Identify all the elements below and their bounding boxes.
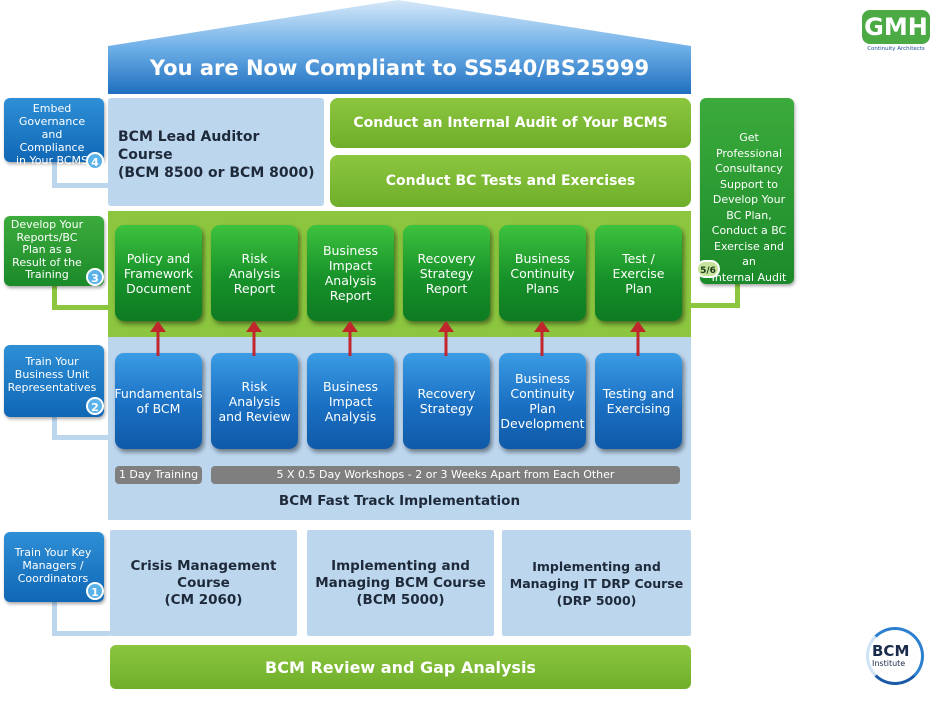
- bc-tests-bar: Conduct BC Tests and Exercises: [330, 155, 691, 207]
- step-5-6-label: Get Professional Consultancy Support to …: [711, 131, 787, 284]
- connector-step-5-6: [691, 284, 740, 308]
- arrow-5: [534, 321, 550, 356]
- arrow-4: [438, 321, 454, 356]
- workshop-bia: Business Impact Analysis: [307, 353, 394, 449]
- training-day-label: 1 Day Training: [115, 466, 202, 484]
- gmh-logo: GMH Continuity Architects: [862, 10, 930, 62]
- lead-auditor-panel: [108, 98, 324, 206]
- bcm-logo-mark: BCM: [872, 642, 910, 660]
- step-4-embed-governance: Embed Governance and Compliance in Your …: [4, 98, 104, 170]
- connector-step-3: [52, 286, 110, 310]
- deliverable-policy-framework: Policy and Framework Document: [115, 225, 202, 321]
- course-crisis-management: Crisis Management Course (CM 2060): [110, 530, 297, 636]
- connector-step-1: [52, 600, 110, 636]
- course-implementing-bcm: Implementing and Managing BCM Course (BC…: [307, 530, 494, 636]
- workshop-recovery-strategy: Recovery Strategy: [403, 353, 490, 449]
- deliverable-recovery-strategy-report: Recovery Strategy Report: [403, 225, 490, 321]
- course-it-drp: Implementing and Managing IT DRP Course …: [502, 530, 691, 636]
- fast-track-label: BCM Fast Track Implementation: [278, 493, 521, 509]
- bcm-logo-sub: Institute: [872, 659, 906, 668]
- arrow-6: [630, 321, 646, 356]
- step-4-label: Embed Governance and Compliance in Your …: [15, 102, 88, 167]
- workshop-testing-exercising: Testing and Exercising: [595, 353, 682, 449]
- arrow-3: [342, 321, 358, 356]
- step-1-train-managers: Train Your Key Managers / Coordinators 1: [4, 532, 104, 602]
- review-gap-analysis-bar: BCM Review and Gap Analysis: [110, 645, 691, 689]
- step-4-badge: 4: [86, 152, 104, 170]
- bcm-institute-logo: BCM Institute: [866, 627, 926, 685]
- workshop-fundamentals: Fundamentals of BCM: [114, 353, 203, 449]
- connector-step-4: [52, 160, 110, 188]
- progress-arrows: [150, 321, 646, 356]
- internal-audit-bar: Conduct an Internal Audit of Your BCMS: [330, 98, 691, 148]
- step-1-label: Train Your Key Managers / Coordinators: [14, 546, 92, 585]
- step-3-develop-reports: Develop Your Reports/BC Plan as a Result…: [4, 216, 104, 286]
- roof-banner: [108, 0, 691, 94]
- connector-step-2: [52, 416, 110, 440]
- gmh-logo-mark: GMH: [862, 10, 930, 44]
- step-2-label: Train Your Business Unit Representatives: [7, 355, 97, 394]
- step-5-6-consultancy: Get Professional Consultancy Support to …: [696, 98, 794, 284]
- step-2-badge: 2: [86, 397, 104, 415]
- workshop-bcp-development: Business Continuity Plan Development: [499, 353, 586, 449]
- workshop-risk-analysis: Risk Analysis and Review: [211, 353, 298, 449]
- deliverable-risk-analysis-report: Risk Analysis Report: [211, 225, 298, 321]
- compliance-title: You are Now Compliant to SS540/BS25999: [149, 56, 650, 80]
- workshops-panel: [108, 337, 691, 520]
- deliverable-bc-plans: Business Continuity Plans: [499, 225, 586, 321]
- workshop-schedule-label: 5 X 0.5 Day Workshops - 2 or 3 Weeks Apa…: [211, 466, 680, 484]
- deliverables-panel: [108, 211, 691, 337]
- deliverable-test-exercise-plan: Test / Exercise Plan: [595, 225, 682, 321]
- step-3-badge: 3: [86, 268, 104, 286]
- step-5-6-badge: 5/6: [696, 260, 720, 278]
- step-3-label: Develop Your Reports/BC Plan as a Result…: [10, 218, 84, 281]
- step-1-badge: 1: [86, 582, 104, 600]
- step-2-train-representatives: Train Your Business Unit Representatives…: [4, 345, 104, 417]
- deliverable-bia-report: Business Impact Analysis Report: [307, 225, 394, 321]
- arrow-1: [150, 321, 166, 356]
- arrow-2: [246, 321, 262, 356]
- gmh-logo-tagline: Continuity Architects: [867, 46, 925, 52]
- lead-auditor-course: BCM Lead Auditor Course (BCM 8500 or BCM…: [118, 129, 315, 181]
